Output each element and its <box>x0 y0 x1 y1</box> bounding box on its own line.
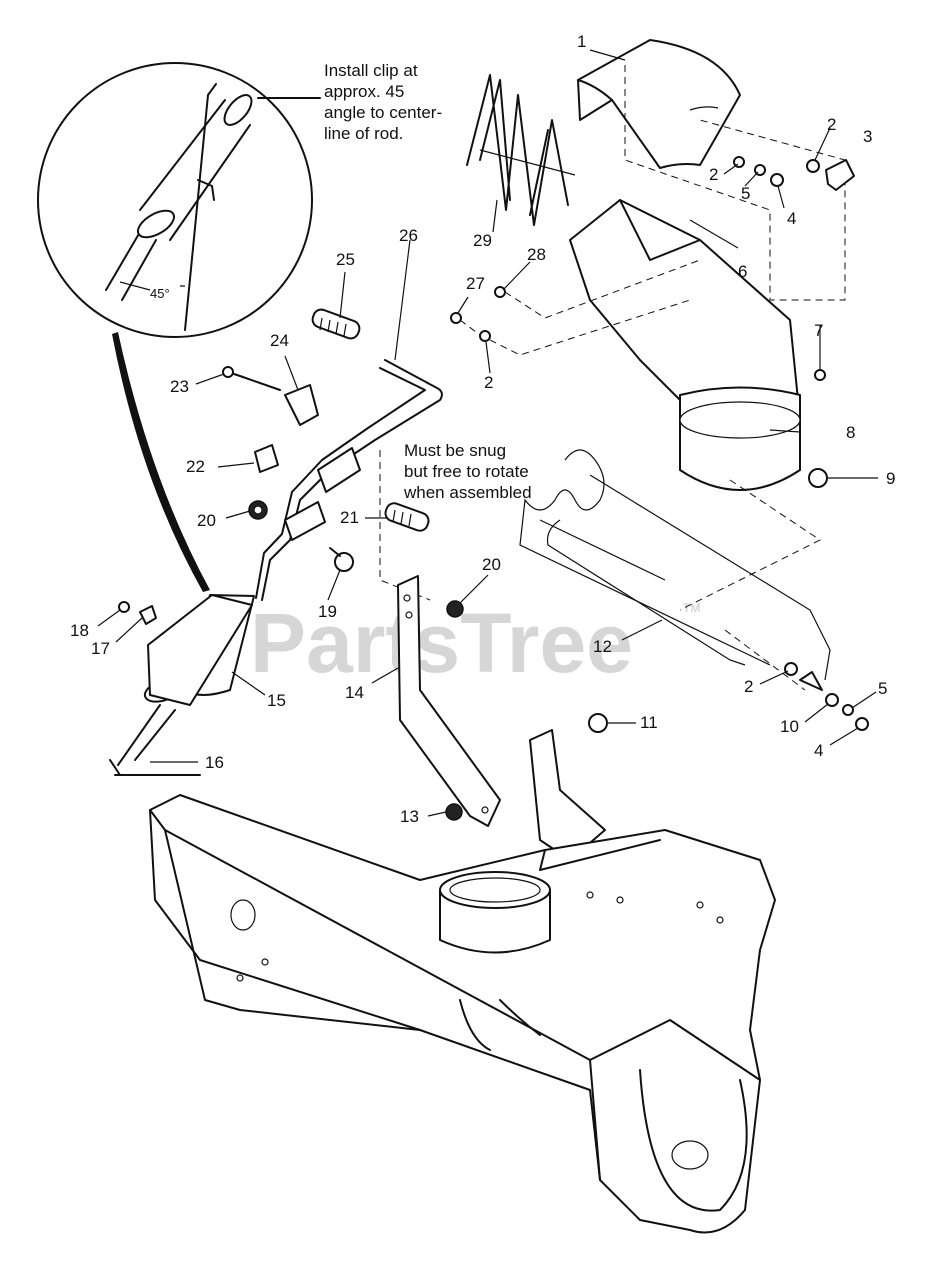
callout-6: 6 <box>738 262 747 281</box>
auger-housing <box>149 794 776 1234</box>
cables <box>519 449 831 681</box>
hardware <box>118 156 869 821</box>
callout-4: 4 <box>787 209 796 228</box>
callout-19: 19 <box>318 602 337 621</box>
callout-4: 4 <box>814 741 823 760</box>
callout-2: 2 <box>827 115 836 134</box>
callout-22: 22 <box>186 457 205 476</box>
clamp-24 <box>284 384 319 426</box>
callout-14: 14 <box>345 683 364 702</box>
grip-21 <box>384 502 430 532</box>
callout-5: 5 <box>741 184 750 203</box>
callout-9: 9 <box>886 469 895 488</box>
snug-note: Must be snug but free to rotate when ass… <box>404 441 532 502</box>
callout-21: 21 <box>340 508 359 527</box>
callout-2: 2 <box>484 373 493 392</box>
chute-deflector <box>577 39 741 169</box>
callout-18: 18 <box>70 621 89 640</box>
callout-24: 24 <box>270 331 289 350</box>
callout-29: 29 <box>473 231 492 250</box>
callout-5: 5 <box>878 679 887 698</box>
callout-28: 28 <box>527 245 546 264</box>
callout-23: 23 <box>170 377 189 396</box>
callout-7: 7 <box>814 321 823 340</box>
chute-spring <box>466 74 569 226</box>
discharge-chute <box>569 199 801 491</box>
detail-leader <box>112 332 210 592</box>
callout-1: 1 <box>577 32 586 51</box>
callout-2: 2 <box>744 677 753 696</box>
bracket-22 <box>254 444 279 473</box>
bracket-14 <box>397 575 501 827</box>
callout-11: 11 <box>640 713 658 732</box>
callout-12: 12 <box>593 637 612 656</box>
callout-20: 20 <box>482 555 501 574</box>
callout-16: 16 <box>205 753 224 772</box>
callout-17: 17 <box>91 639 110 658</box>
callout-27: 27 <box>466 274 485 293</box>
callout-8: 8 <box>846 423 855 442</box>
grip-25 <box>311 308 361 340</box>
callout-3: 3 <box>863 127 872 146</box>
callout-2: 2 <box>709 165 718 184</box>
watermark-tm: TM <box>683 601 700 615</box>
control-rod <box>109 359 443 776</box>
leader-lines <box>97 49 878 817</box>
callout-26: 26 <box>399 226 418 245</box>
detail-inset: 45° <box>37 62 321 338</box>
clip-install-note: Install clip at approx. 45 angle to cent… <box>324 61 443 143</box>
callout-10: 10 <box>780 717 799 736</box>
callout-15: 15 <box>267 691 286 710</box>
callout-25: 25 <box>336 250 355 269</box>
mount-bracket <box>529 729 606 861</box>
callout-20: 20 <box>197 511 216 530</box>
callout-13: 13 <box>400 807 419 826</box>
angle-label: 45° <box>150 286 170 301</box>
watermark-text: PartsTree <box>250 596 633 690</box>
